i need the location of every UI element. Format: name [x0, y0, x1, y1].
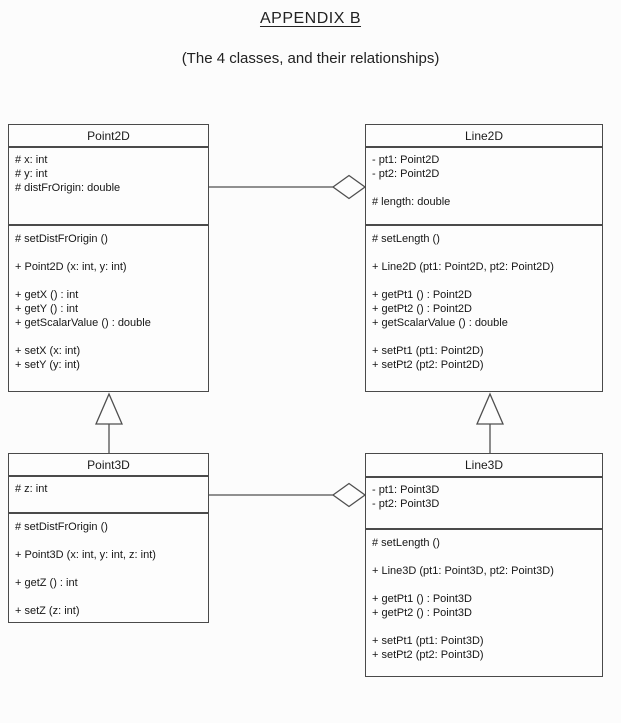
attribute-group: # z: int	[15, 482, 202, 496]
uml-method-line: + getPt1 () : Point3D	[372, 593, 472, 605]
attributes-compartment: # z: int	[9, 477, 208, 514]
uml-method-line: + Line3D (pt1: Point3D, pt2: Point3D)	[372, 565, 554, 577]
method-group: # setDistFrOrigin ()	[15, 232, 202, 246]
uml-method-line: + setPt1 (pt1: Point2D)	[372, 345, 484, 357]
uml-method-line: # setDistFrOrigin ()	[15, 233, 108, 245]
uml-method-line: + setZ (z: int)	[15, 605, 80, 617]
attribute-group: - pt1: Point3D - pt2: Point3D	[372, 483, 596, 511]
attribute-group: # length: double	[372, 195, 596, 209]
uml-attribute-line: # z: int	[15, 483, 48, 495]
uml-attribute-line: # distFrOrigin: double	[15, 182, 121, 194]
uml-method-line: + setPt2 (pt2: Point2D)	[372, 359, 484, 371]
uml-method-line: + getPt2 () : Point2D	[372, 303, 472, 315]
class-line2d: Line2D - pt1: Point2D - pt2: Point2D # l…	[365, 124, 603, 392]
method-group: + setX (x: int) + setY (y: int)	[15, 344, 202, 372]
aggregation-line2d-point2d	[209, 174, 367, 200]
method-group: # setLength ()	[372, 536, 596, 550]
uml-method-line: + setX (x: int)	[15, 345, 81, 357]
method-group: # setLength ()	[372, 232, 596, 246]
uml-attribute-line: - pt1: Point2D	[372, 154, 440, 166]
attribute-group: # x: int # y: int # distFrOrigin: double	[15, 153, 202, 195]
uml-method-line: + getScalarValue () : double	[15, 317, 151, 329]
uml-method-line: + getPt2 () : Point3D	[372, 607, 472, 619]
uml-method-line: + setPt2 (pt2: Point3D)	[372, 649, 484, 661]
method-group: + Line2D (pt1: Point2D, pt2: Point2D)	[372, 260, 596, 274]
uml-method-line: + getPt1 () : Point2D	[372, 289, 472, 301]
class-name: Point2D	[9, 125, 208, 148]
method-group: + getZ () : int	[15, 576, 202, 590]
uml-method-line: + getY () : int	[15, 303, 79, 315]
attributes-compartment: - pt1: Point3D - pt2: Point3D	[366, 478, 602, 530]
uml-method-line: # setLength ()	[372, 233, 440, 245]
attribute-group: - pt1: Point2D - pt2: Point2D	[372, 153, 596, 181]
inheritance-line3d-line2d	[476, 392, 504, 453]
uml-method-line: # setDistFrOrigin ()	[15, 521, 108, 533]
uml-attribute-line: # y: int	[15, 168, 48, 180]
hollow-triangle-icon	[95, 392, 123, 425]
method-group: + getPt1 () : Point3D + getPt2 () : Poin…	[372, 592, 596, 620]
uml-attribute-line: - pt2: Point3D	[372, 498, 440, 510]
hollow-diamond-icon	[331, 482, 367, 508]
aggregation-line3d-point3d	[209, 482, 367, 508]
method-group: + Line3D (pt1: Point3D, pt2: Point3D)	[372, 564, 596, 578]
hollow-diamond-icon	[331, 174, 367, 200]
uml-method-line: + setY (y: int)	[15, 359, 80, 371]
uml-method-line: + getScalarValue () : double	[372, 317, 508, 329]
class-point2d: Point2D # x: int # y: int # distFrOrigin…	[8, 124, 209, 392]
attributes-compartment: # x: int # y: int # distFrOrigin: double	[9, 148, 208, 226]
method-group: # setDistFrOrigin ()	[15, 520, 202, 534]
uml-method-line: + Line2D (pt1: Point2D, pt2: Point2D)	[372, 261, 554, 273]
methods-compartment: # setLength () + Line2D (pt1: Point2D, p…	[366, 226, 602, 391]
uml-attribute-line: # x: int	[15, 154, 48, 166]
uml-method-line: # setLength ()	[372, 537, 440, 549]
method-group: + setZ (z: int)	[15, 604, 202, 618]
class-name: Line2D	[366, 125, 602, 148]
inheritance-point3d-point2d	[95, 392, 123, 453]
diagram-heading: APPENDIX B (The 4 classes, and their rel…	[0, 10, 621, 67]
methods-compartment: # setDistFrOrigin () + Point2D (x: int, …	[9, 226, 208, 391]
attributes-compartment: - pt1: Point2D - pt2: Point2D # length: …	[366, 148, 602, 226]
method-group: + setPt1 (pt1: Point2D) + setPt2 (pt2: P…	[372, 344, 596, 372]
method-group: + getX () : int + getY () : int + getSca…	[15, 288, 202, 330]
uml-method-line: + setPt1 (pt1: Point3D)	[372, 635, 484, 647]
method-group: + Point2D (x: int, y: int)	[15, 260, 202, 274]
uml-method-line: + Point2D (x: int, y: int)	[15, 261, 127, 273]
uml-method-line: + Point3D (x: int, y: int, z: int)	[15, 549, 156, 561]
method-group: + setPt1 (pt1: Point3D) + setPt2 (pt2: P…	[372, 634, 596, 662]
uml-attribute-line: # length: double	[372, 196, 451, 208]
methods-compartment: # setDistFrOrigin () + Point3D (x: int, …	[9, 514, 208, 622]
uml-attribute-line: - pt2: Point2D	[372, 168, 440, 180]
page-subtitle: (The 4 classes, and their relationships)	[181, 50, 440, 67]
class-name: Line3D	[366, 454, 602, 478]
method-group: + getPt1 () : Point2D + getPt2 () : Poin…	[372, 288, 596, 330]
methods-compartment: # setLength () + Line3D (pt1: Point3D, p…	[366, 530, 602, 676]
page-title: APPENDIX B	[259, 10, 362, 27]
method-group: + Point3D (x: int, y: int, z: int)	[15, 548, 202, 562]
class-point3d: Point3D # z: int # setDistFrOrigin () + …	[8, 453, 209, 623]
uml-method-line: + getZ () : int	[15, 577, 78, 589]
class-line3d: Line3D - pt1: Point3D - pt2: Point3D # s…	[365, 453, 603, 677]
class-name: Point3D	[9, 454, 208, 477]
uml-attribute-line: - pt1: Point3D	[372, 484, 440, 496]
hollow-triangle-icon	[476, 392, 504, 425]
uml-method-line: + getX () : int	[15, 289, 79, 301]
